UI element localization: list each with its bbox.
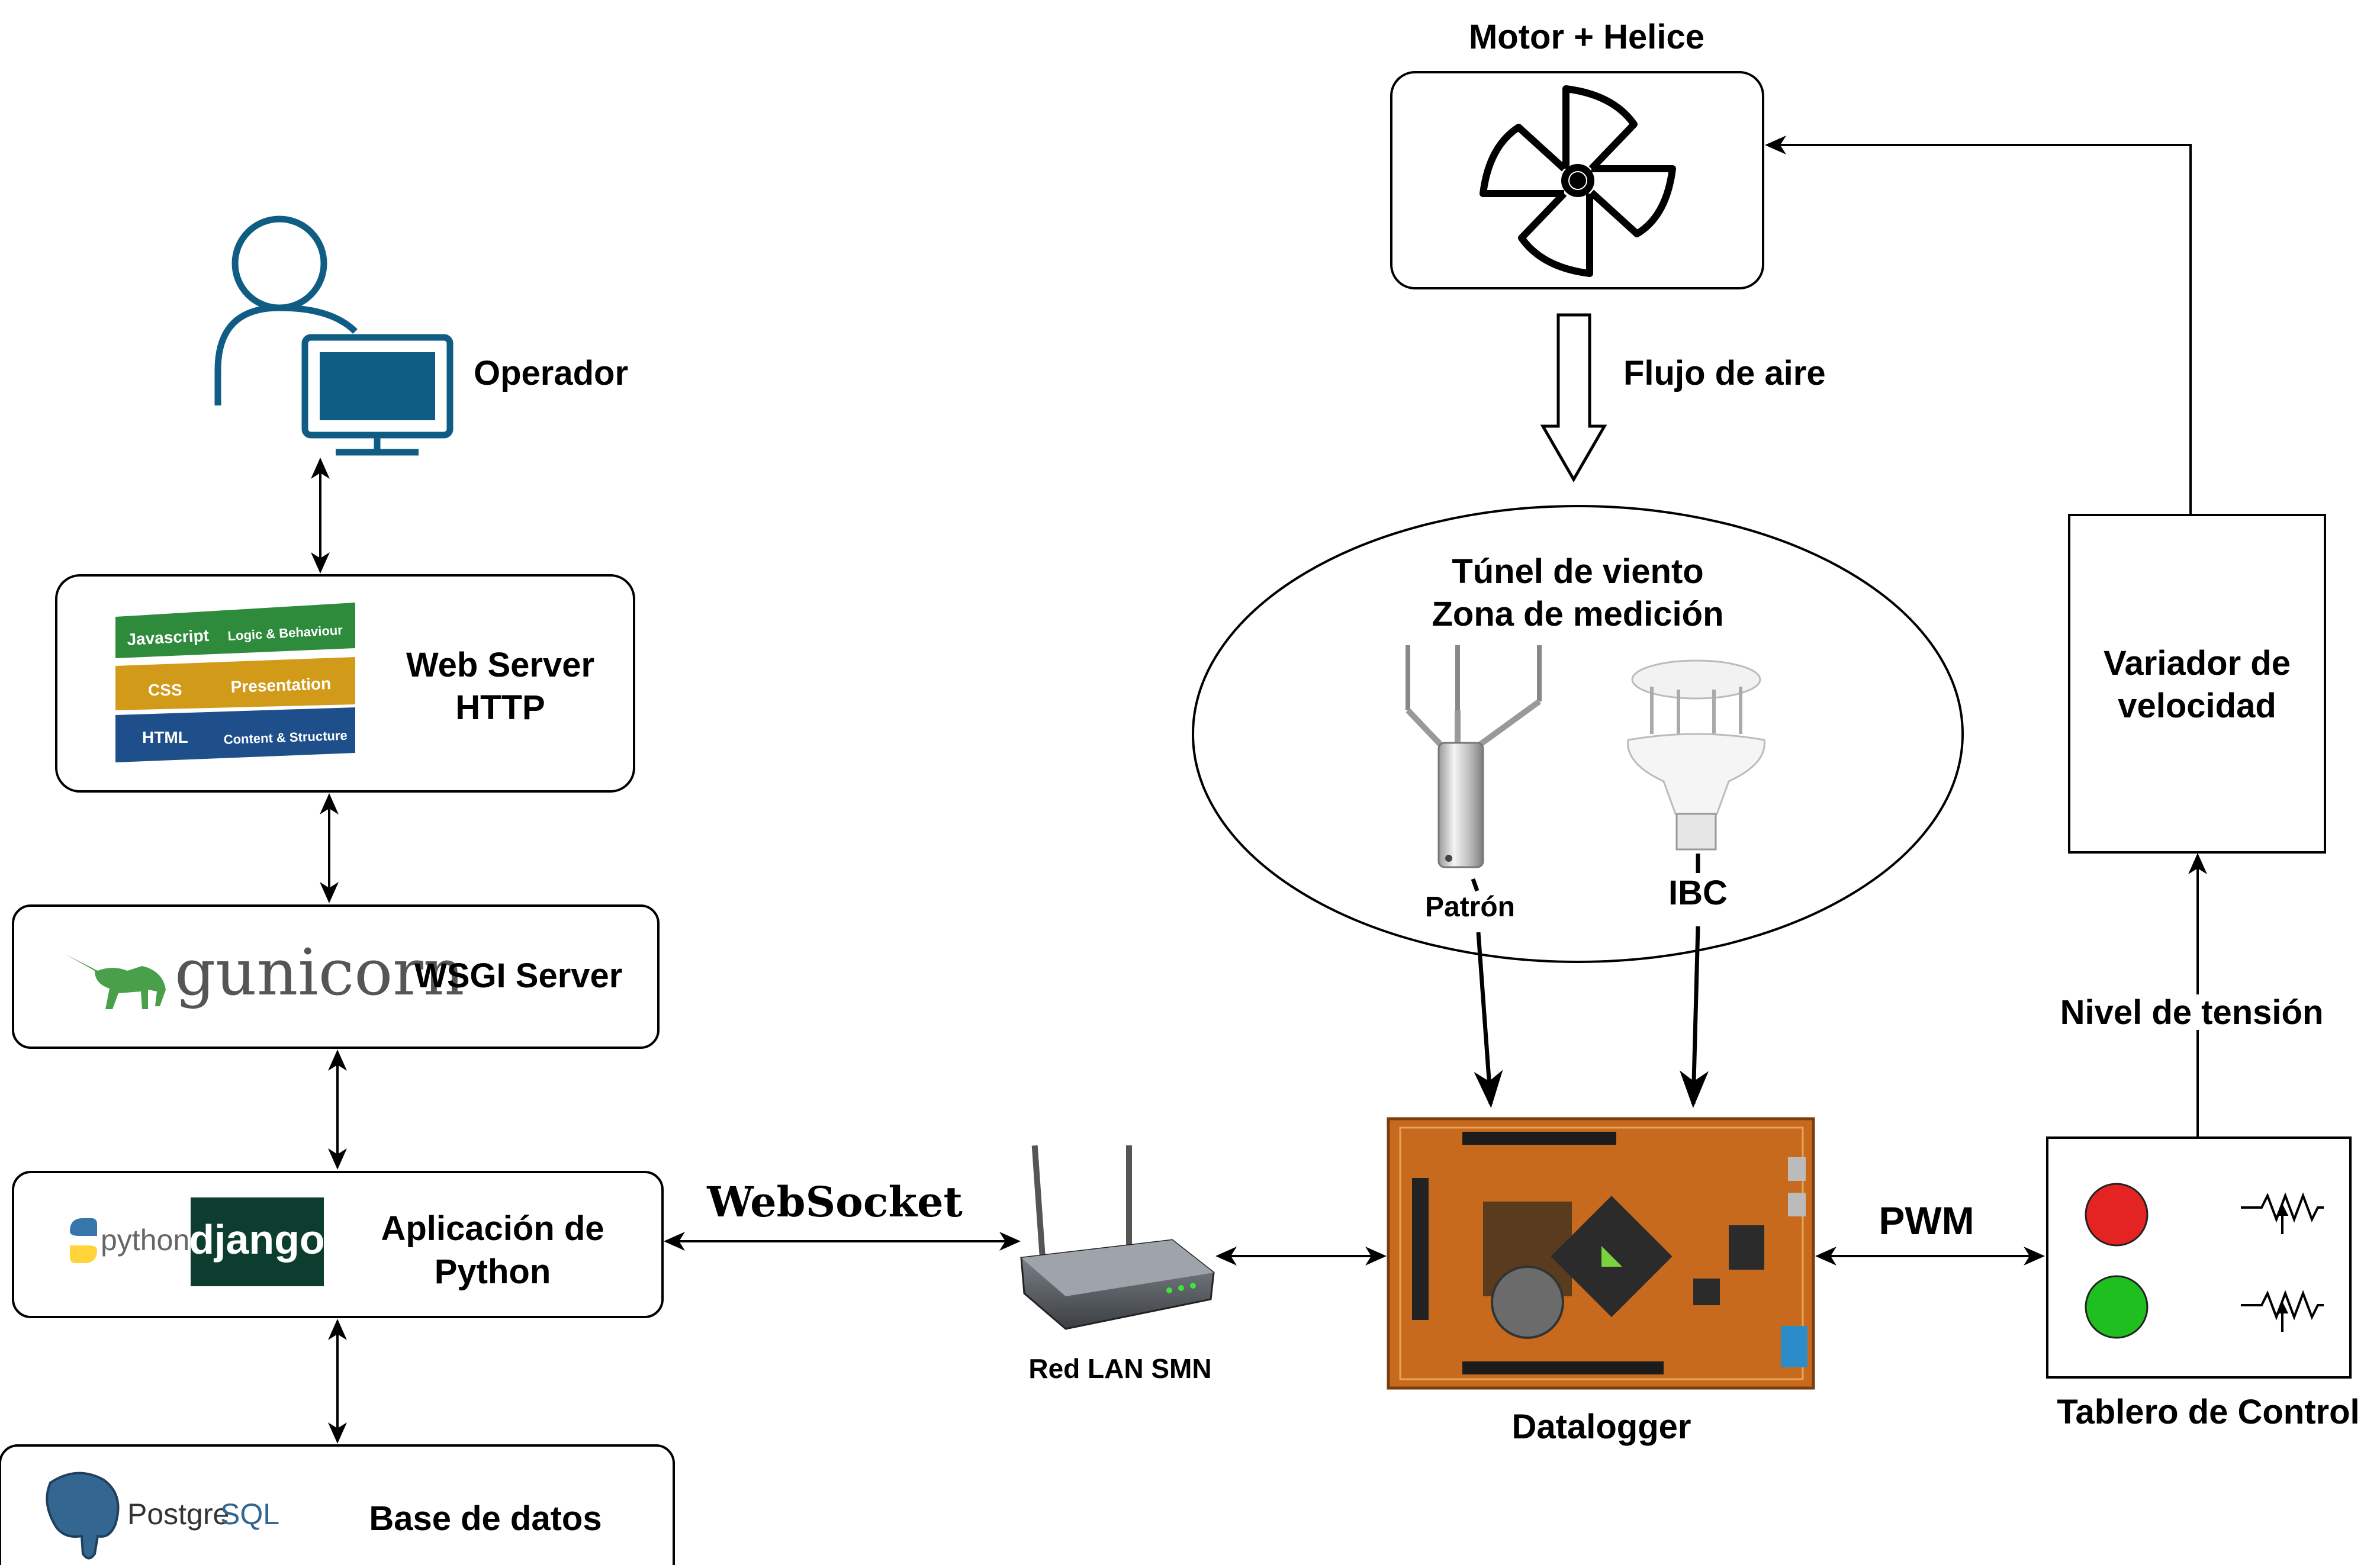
airflow-label: Flujo de aire bbox=[1623, 354, 1826, 392]
django-logo bbox=[191, 1197, 324, 1286]
link-sensor-a-datalogger bbox=[1471, 878, 1480, 892]
postgres-logo-text-b: SQL bbox=[220, 1498, 279, 1531]
wsgi-node: gunicorn WSGI Server bbox=[12, 904, 660, 1049]
router-label: Red LAN SMN bbox=[1028, 1353, 1211, 1384]
tunnel-title-1: Túnel de viento bbox=[1452, 552, 1703, 591]
wind-tunnel-ellipse bbox=[1192, 505, 1964, 963]
wsgi-box bbox=[12, 904, 660, 1049]
web-server-node: Javascript Logic & Behaviour CSS Present… bbox=[55, 574, 635, 793]
python-app-label-2: Python bbox=[435, 1253, 551, 1291]
control-panel-box bbox=[2046, 1136, 2352, 1379]
pwm-label: PWM bbox=[1879, 1199, 1974, 1242]
wind-tunnel-node: Túnel de viento Zona de medición Patrón … bbox=[1192, 505, 1964, 963]
datalogger-board-icon bbox=[1387, 1117, 1815, 1390]
voltage-label: Nivel de tensión bbox=[2060, 993, 2324, 1032]
link-sensor-a-datalogger-2 bbox=[1474, 932, 1503, 1108]
user-computer-icon bbox=[214, 215, 454, 456]
websocket-label: WebSocket bbox=[706, 1177, 963, 1226]
html-css-js-logo: Javascript Logic & Behaviour CSS Present… bbox=[115, 603, 355, 762]
left-connectors bbox=[311, 458, 347, 1444]
tunnel-title-2: Zona de medición bbox=[1432, 595, 1723, 633]
gunicorn-logo-text: gunicorn bbox=[175, 936, 464, 1010]
control-panel-label: Tablero de Control bbox=[2057, 1393, 2359, 1431]
operator-node: Operador bbox=[214, 215, 628, 456]
layer-html-name: HTML bbox=[142, 728, 188, 746]
sensor-connectors bbox=[1471, 854, 1709, 1108]
router-node: Red LAN SMN bbox=[1020, 1145, 1215, 1384]
sensor-a-label: Patrón bbox=[1425, 891, 1515, 923]
variador-box bbox=[2068, 514, 2326, 854]
datalogger-label: Datalogger bbox=[1512, 1408, 1691, 1446]
pwm-link: PWM bbox=[1815, 1199, 2045, 1266]
layer-css-name: CSS bbox=[148, 681, 182, 699]
layer-css-desc: Presentation bbox=[230, 674, 332, 696]
python-app-label-1: Aplicación de bbox=[381, 1209, 604, 1248]
wsgi-label: WSGI Server bbox=[414, 957, 622, 995]
potentiometer-icon-2 bbox=[2241, 1290, 2324, 1332]
database-box bbox=[0, 1444, 675, 1568]
django-logo-text: django bbox=[189, 1216, 324, 1263]
python-logo-text: python bbox=[101, 1224, 189, 1257]
variador-label-1: Variador de bbox=[2104, 644, 2291, 682]
fan-icon bbox=[1480, 85, 1676, 277]
database-node: Postgre SQL Base de datos bbox=[0, 1444, 675, 1568]
ibc-sensor-icon bbox=[1627, 659, 1765, 851]
python-app-box bbox=[12, 1171, 664, 1318]
operator-label: Operador bbox=[474, 354, 628, 392]
python-logo-icon bbox=[70, 1218, 97, 1263]
variador-label-2: velocidad bbox=[2118, 687, 2276, 725]
motor-node: Motor + Helice bbox=[1390, 18, 1764, 289]
voltage-link: Nivel de tensión bbox=[2054, 853, 2333, 1136]
postgres-logo-text-a: Postgre bbox=[127, 1498, 229, 1531]
python-app-node: python django Aplicación de Python bbox=[12, 1171, 664, 1318]
datalogger-node: Datalogger bbox=[1387, 1117, 1815, 1446]
router-icon bbox=[1020, 1145, 1215, 1330]
airflow-arrow: Flujo de aire bbox=[1540, 313, 1826, 482]
red-indicator bbox=[2085, 1183, 2149, 1247]
websocket-link: WebSocket bbox=[664, 1177, 1021, 1251]
control-panel-node: Tablero de Control bbox=[2046, 1136, 2360, 1431]
postgres-elephant-icon bbox=[46, 1472, 120, 1560]
variador-node: Variador de velocidad bbox=[2068, 514, 2326, 854]
potentiometer-icon bbox=[2241, 1192, 2324, 1234]
unicorn-icon bbox=[65, 954, 166, 1009]
reference-anemometer-icon bbox=[1406, 645, 1542, 868]
web-server-title-1: Web Server bbox=[406, 646, 594, 684]
layer-js-name: Javascript bbox=[127, 626, 210, 649]
link-sensor-b-datalogger-2 bbox=[1680, 926, 1709, 1108]
web-server-title-2: HTTP bbox=[455, 688, 545, 727]
motor-title: Motor + Helice bbox=[1469, 18, 1704, 56]
database-label: Base de datos bbox=[369, 1499, 602, 1538]
link-variador-motor bbox=[1765, 136, 2192, 514]
sensor-b-label: IBC bbox=[1668, 874, 1728, 912]
green-indicator bbox=[2085, 1275, 2149, 1339]
